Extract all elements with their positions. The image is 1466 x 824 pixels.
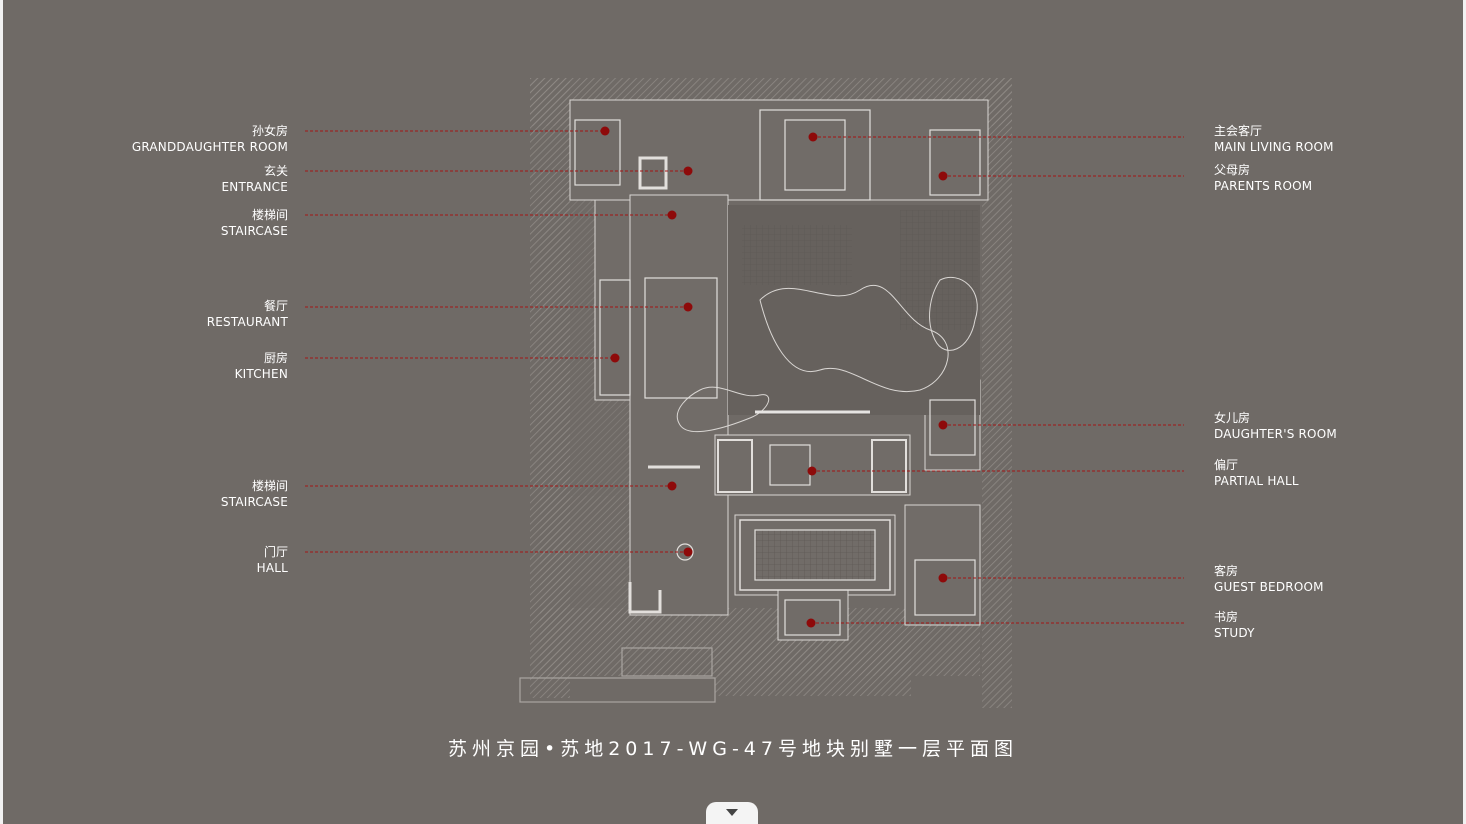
label-cn: 餐厅 [263, 299, 288, 313]
label-granddaughter-room: 孙女房 GRANDDAUGHTER ROOM [132, 123, 288, 155]
label-study: 书房 STUDY [1214, 609, 1255, 641]
scroll-down-button[interactable] [706, 802, 758, 824]
label-en: RESTAURANT [206, 315, 288, 329]
marker-staircase-2 [667, 481, 677, 491]
marker-kitchen [610, 353, 620, 363]
interior-walls [519, 109, 981, 703]
marker-parents-room [938, 171, 948, 181]
label-staircase-1: 楼梯间 STAIRCASE [221, 207, 288, 239]
marker-main-living-room [808, 132, 818, 142]
label-guest-bedroom: 客房 GUEST BEDROOM [1214, 563, 1324, 595]
label-en: STUDY [1214, 626, 1255, 640]
frame-left [0, 0, 3, 824]
marker-study [806, 618, 816, 628]
marker-restaurant [683, 302, 693, 312]
label-cn: 楼梯间 [251, 208, 288, 222]
plan-title: 苏州京园•苏地2017-WG-47号地块别墅一层平面图 [448, 738, 1018, 760]
label-en: GUEST BEDROOM [1214, 580, 1324, 594]
leader-lines-right [811, 136, 1184, 624]
label-en: STAIRCASE [220, 495, 288, 509]
label-cn: 书房 [1214, 610, 1239, 624]
label-en: GRANDDAUGHTER ROOM [131, 140, 288, 154]
label-daughters-room: 女儿房 DAUGHTER'S ROOM [1214, 410, 1337, 442]
marker-staircase-1 [667, 210, 677, 220]
label-cn: 父母房 [1214, 163, 1251, 177]
label-restaurant: 餐厅 RESTAURANT [207, 298, 288, 330]
marker-partial-hall [807, 466, 817, 476]
label-en: ENTRANCE [221, 180, 288, 194]
label-en: STAIRCASE [220, 224, 288, 238]
marker-granddaughter-room [600, 126, 610, 136]
marker-entrance [683, 166, 693, 176]
label-cn: 楼梯间 [251, 479, 288, 493]
label-en: HALL [256, 561, 288, 575]
label-entrance: 玄关 ENTRANCE [222, 163, 289, 195]
leader-lines-left [305, 130, 688, 553]
label-hall: 门厅 HALL [257, 544, 288, 576]
label-cn: 孙女房 [251, 124, 288, 138]
label-en: DAUGHTER'S ROOM [1214, 427, 1337, 441]
label-cn: 主会客厅 [1214, 124, 1263, 138]
label-en: PARTIAL HALL [1214, 474, 1299, 488]
marker-guest-bedroom [938, 573, 948, 583]
chevron-down-icon [726, 809, 738, 816]
label-kitchen: 厨房 KITCHEN [235, 350, 288, 382]
marker-daughters-room [938, 420, 948, 430]
label-partial-hall: 偏厅 PARTIAL HALL [1214, 457, 1299, 489]
label-main-living-room: 主会客厅 MAIN LIVING ROOM [1214, 123, 1334, 155]
courtyard-garden [677, 205, 980, 433]
label-staircase-2: 楼梯间 STAIRCASE [221, 478, 288, 510]
frame-right [1463, 0, 1466, 824]
label-en: PARENTS ROOM [1214, 179, 1313, 193]
label-cn: 客房 [1214, 564, 1239, 578]
label-cn: 门厅 [263, 545, 288, 559]
label-en: KITCHEN [234, 367, 288, 381]
label-cn: 厨房 [263, 351, 288, 365]
label-cn: 女儿房 [1214, 411, 1251, 425]
label-parents-room: 父母房 PARENTS ROOM [1214, 162, 1312, 194]
label-en: MAIN LIVING ROOM [1214, 140, 1334, 154]
marker-hall [683, 547, 693, 557]
label-cn: 玄关 [263, 164, 288, 178]
label-cn: 偏厅 [1214, 458, 1239, 472]
